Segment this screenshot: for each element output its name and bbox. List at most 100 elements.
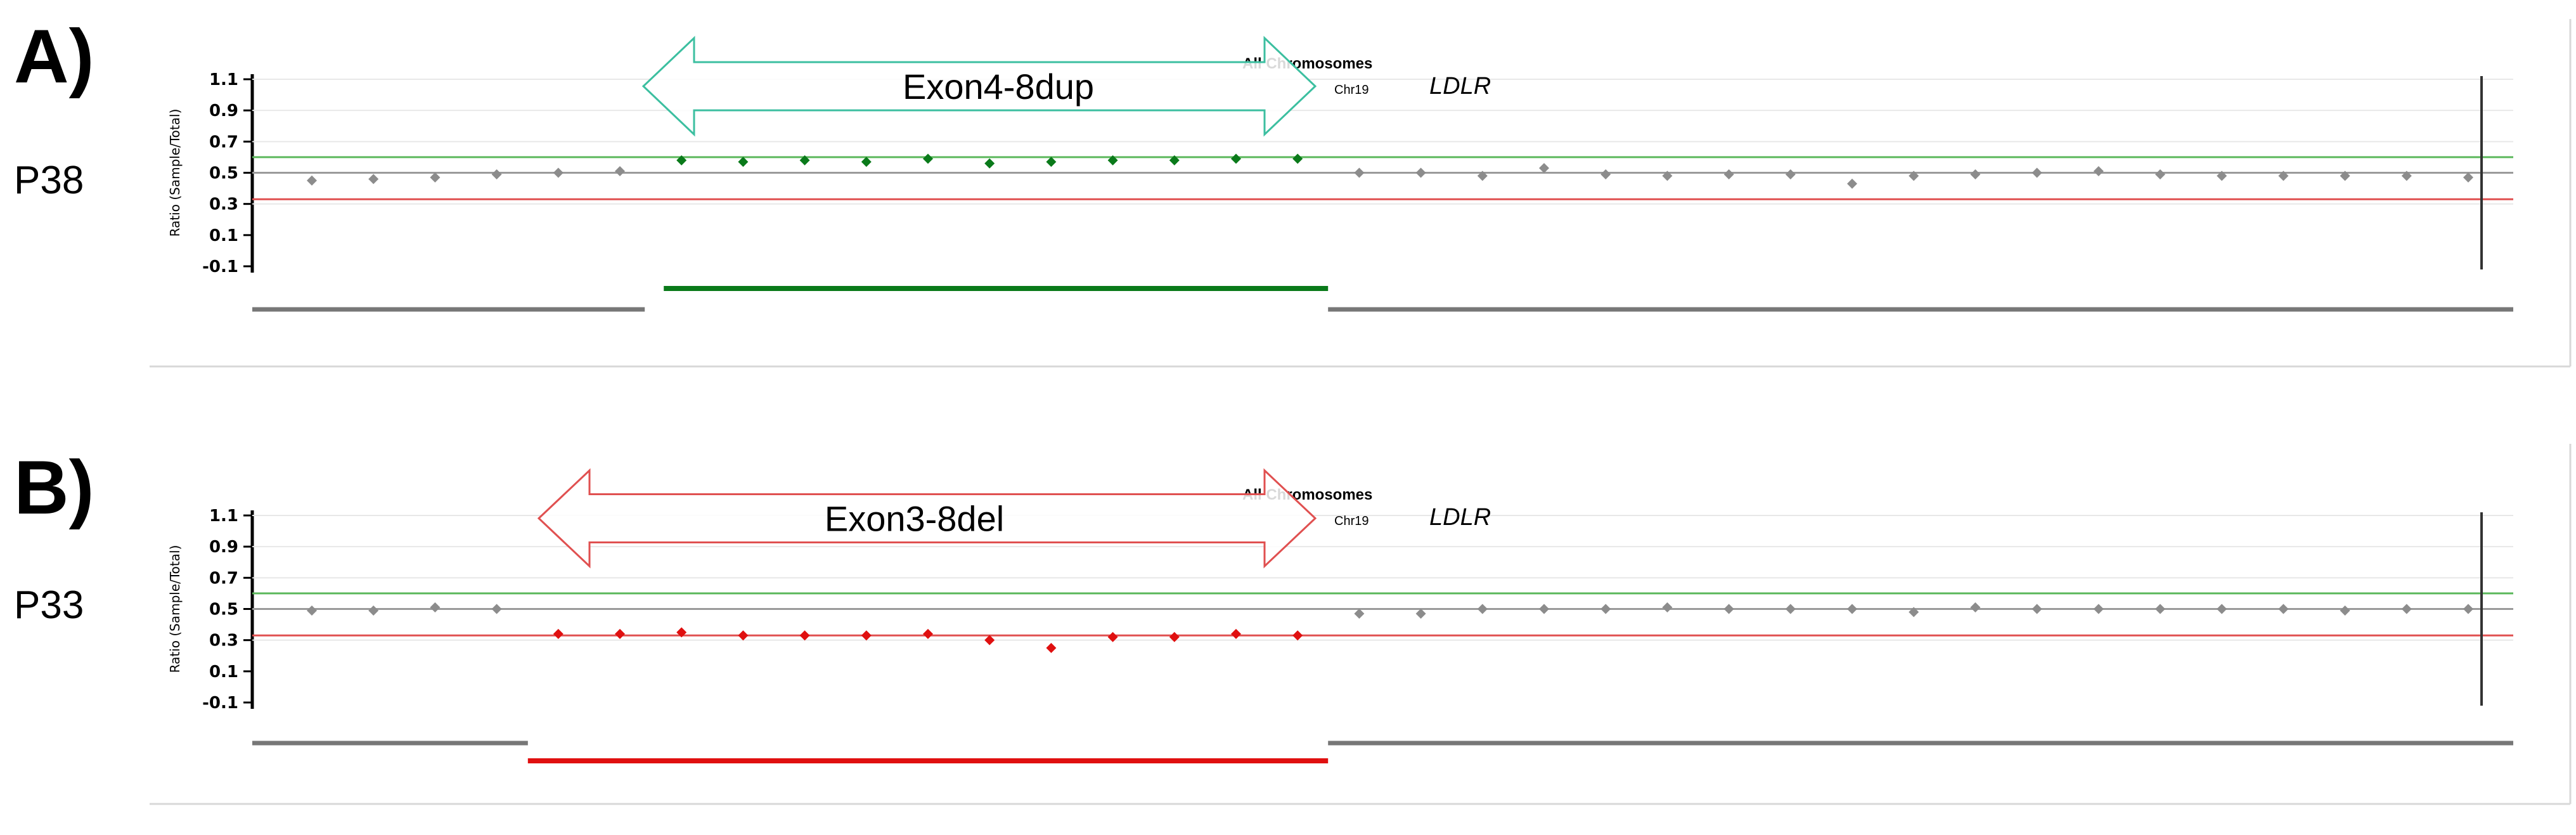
data-point <box>1723 604 1734 614</box>
y-tick-label: 0.9 <box>209 538 238 557</box>
data-point <box>368 174 379 184</box>
chromosome-label: Chr19 <box>1334 83 1368 97</box>
data-point <box>430 602 441 613</box>
data-point <box>615 166 625 177</box>
data-point <box>1046 157 1057 167</box>
y-axis-title: Ratio (Sample/Total) <box>167 545 183 673</box>
data-point <box>1477 604 1488 614</box>
data-point <box>2463 604 2473 614</box>
gene-label: LDLR <box>1429 73 1491 100</box>
data-point <box>307 605 317 616</box>
data-point <box>984 158 995 169</box>
data-point <box>1970 602 1981 613</box>
event-label: Exon3-8del <box>825 499 1004 539</box>
data-point <box>1169 155 1180 165</box>
data-point <box>553 167 564 178</box>
data-point <box>2340 171 2350 181</box>
data-point <box>799 155 810 165</box>
data-point <box>1415 608 1426 619</box>
data-point <box>368 605 379 616</box>
y-axis-title: Ratio (Sample/Total) <box>167 109 183 237</box>
data-point <box>1662 171 1673 181</box>
data-point <box>2155 169 2165 179</box>
y-tick-label: 0.9 <box>209 101 238 120</box>
data-point <box>1354 167 1365 178</box>
y-tick-label: 1.1 <box>209 70 238 89</box>
y-tick-label: 0.3 <box>209 195 238 214</box>
data-point <box>553 628 564 639</box>
data-point <box>1600 169 1611 179</box>
data-point <box>676 155 687 165</box>
data-point <box>1600 604 1611 614</box>
data-point <box>2093 166 2104 177</box>
y-tick-label: -0.1 <box>202 257 238 276</box>
data-point <box>738 157 749 167</box>
data-point <box>1354 608 1365 619</box>
data-point <box>1231 628 1241 639</box>
data-point <box>923 153 933 164</box>
chromosome-label: Chr19 <box>1334 514 1368 528</box>
data-point <box>1723 169 1734 179</box>
y-tick-label: 1.1 <box>209 507 238 526</box>
data-point <box>2401 171 2412 181</box>
data-point <box>984 635 995 645</box>
data-point <box>2155 604 2165 614</box>
data-point <box>861 630 872 641</box>
patient-label: P38 <box>14 159 84 202</box>
data-point <box>1477 171 1488 181</box>
data-point <box>861 157 872 167</box>
data-point <box>1909 171 1919 181</box>
y-tick-label: -0.1 <box>202 694 238 713</box>
data-point <box>1292 153 1303 164</box>
event-label: Exon4-8dup <box>903 67 1094 107</box>
data-point <box>1231 153 1241 164</box>
y-tick-label: 0.5 <box>209 600 238 619</box>
data-point <box>1785 604 1796 614</box>
data-point <box>1909 607 1919 618</box>
data-point <box>1169 631 1180 642</box>
data-point <box>799 630 810 641</box>
data-point <box>2340 605 2350 616</box>
data-point <box>430 172 441 183</box>
data-point <box>491 604 502 614</box>
data-point <box>2217 171 2227 181</box>
data-point <box>676 627 687 638</box>
data-point <box>738 630 749 641</box>
data-point <box>2463 172 2473 183</box>
y-tick-label: 0.1 <box>209 226 238 245</box>
panel-label: A) <box>14 14 94 99</box>
patient-label: P33 <box>14 583 84 627</box>
data-point <box>1046 642 1057 653</box>
data-point <box>1847 604 1857 614</box>
data-point <box>1970 169 1981 179</box>
data-point <box>1662 602 1673 613</box>
data-point <box>2217 604 2227 614</box>
data-point <box>1107 631 1118 642</box>
data-point <box>2032 167 2042 178</box>
data-point <box>2278 171 2289 181</box>
data-point <box>1847 178 1857 189</box>
data-point <box>2278 604 2289 614</box>
event-arrow <box>537 468 1317 569</box>
y-tick-label: 0.5 <box>209 164 238 183</box>
data-point <box>615 628 625 639</box>
data-point <box>923 628 933 639</box>
data-point <box>1539 163 1549 174</box>
y-tick-label: 0.3 <box>209 631 238 651</box>
data-point <box>491 169 502 179</box>
data-point <box>1107 155 1118 165</box>
data-point <box>307 175 317 186</box>
y-tick-label: 0.7 <box>209 133 238 152</box>
data-point <box>2401 604 2412 614</box>
data-point <box>1292 630 1303 641</box>
data-point <box>2032 604 2042 614</box>
data-point <box>2093 604 2104 614</box>
y-tick-label: 0.1 <box>209 663 238 682</box>
event-arrow <box>641 36 1317 137</box>
gene-label: LDLR <box>1429 504 1491 531</box>
y-tick-label: 0.7 <box>209 569 238 588</box>
panel-label: B) <box>14 445 94 530</box>
chart-panel-a: A) P38 1.1 0.9 0.7 0.5 0.3 0.1 -0.1 Ratio (Sample… <box>14 14 2572 368</box>
data-point <box>1539 604 1549 614</box>
